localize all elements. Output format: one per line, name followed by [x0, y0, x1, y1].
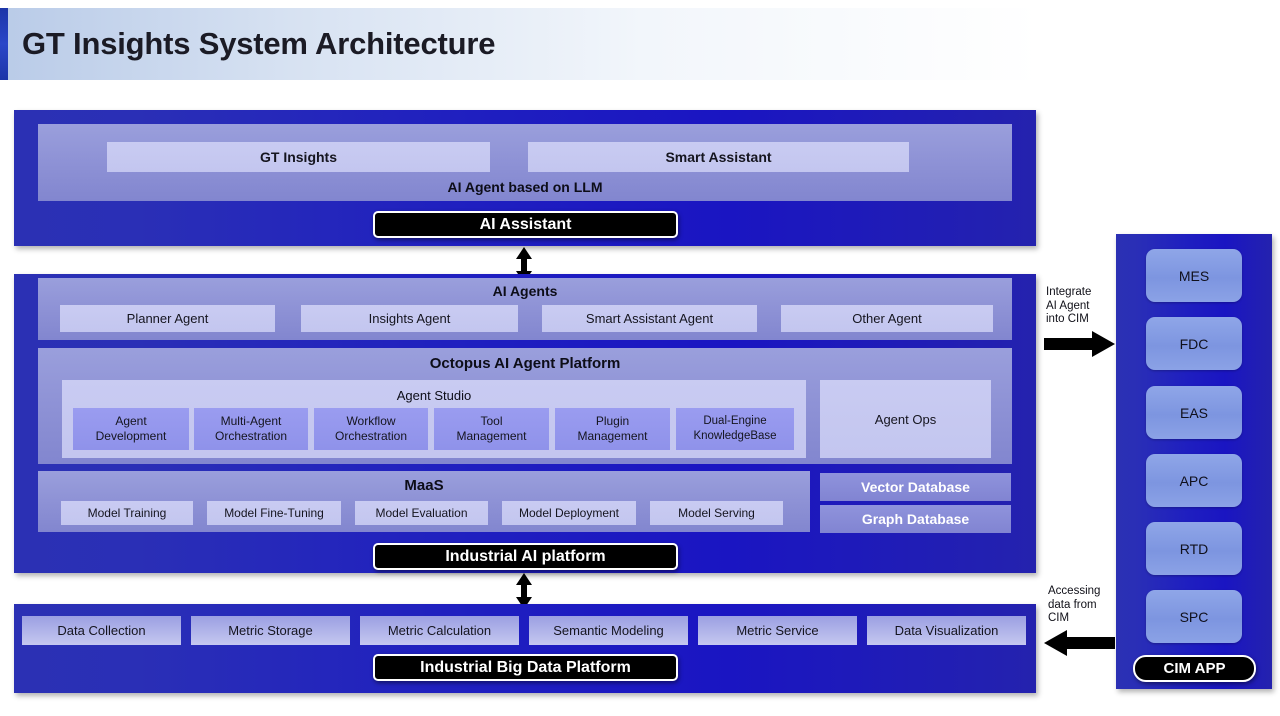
agent-studio-box-line2: Management: [577, 429, 648, 443]
app-box-label: Smart Assistant: [665, 149, 772, 165]
cim-box-fdc[interactable]: FDC: [1146, 317, 1242, 370]
maas-box-model-training[interactable]: Model Training: [61, 501, 193, 525]
maas-box-model-fine-tuning[interactable]: Model Fine-Tuning: [207, 501, 341, 525]
ai-assistant-badge-label: AI Assistant: [479, 215, 572, 233]
app-box-label: GT Insights: [260, 149, 337, 165]
agent-studio-box-line2: Development: [95, 429, 167, 443]
accessing-note-line2: data from: [1048, 598, 1097, 611]
app-box-gt-insights[interactable]: GT Insights: [107, 142, 490, 172]
agent-studio-box-line1: Dual-Engine: [703, 415, 767, 427]
accessing-note: Accessing data from CIM: [1048, 585, 1118, 626]
connector-arrow-bottom: [516, 573, 532, 609]
agent-box-smart-assistant[interactable]: Smart Assistant Agent: [542, 305, 757, 332]
agent-studio-box-multi-agent-orchestration[interactable]: Multi-Agent Orchestration: [194, 408, 308, 450]
maas-box-label: Model Fine-Tuning: [224, 506, 324, 520]
agent-box-planner[interactable]: Planner Agent: [60, 305, 275, 332]
bigdata-box-label: Metric Calculation: [387, 623, 492, 638]
agent-studio-box-line1: Agent: [115, 414, 147, 428]
agent-studio-box-line2: KnowledgeBase: [693, 430, 777, 442]
agent-box-label: Other Agent: [852, 311, 922, 326]
maas-box-model-deployment[interactable]: Model Deployment: [502, 501, 636, 525]
cim-box-eas[interactable]: EAS: [1146, 386, 1242, 439]
maas-box-label: Model Deployment: [518, 506, 620, 520]
bigdata-box-label: Metric Storage: [228, 623, 313, 638]
agent-studio-box-tool-management[interactable]: Tool Management: [434, 408, 549, 450]
maas-box-label: Model Evaluation: [375, 506, 468, 520]
page-title-bar: GT Insights System Architecture: [0, 8, 1040, 80]
cim-box-label: APC: [1179, 472, 1209, 489]
integrate-note-line3: into CIM: [1046, 313, 1089, 325]
agent-box-label: Smart Assistant Agent: [585, 311, 714, 326]
maas-box-model-evaluation[interactable]: Model Evaluation: [355, 501, 488, 525]
cim-app-badge-label: CIM APP: [1163, 660, 1226, 677]
agent-studio-box-plugin-management[interactable]: Plugin Management: [555, 408, 670, 450]
bigdata-box-data-visualization[interactable]: Data Visualization: [867, 616, 1026, 645]
agent-studio-box-line1: Multi-Agent: [220, 414, 282, 428]
agent-box-label: Planner Agent: [126, 311, 209, 326]
agent-studio-box-line1: Workflow: [346, 414, 396, 428]
maas-box-label: Model Serving: [678, 506, 755, 520]
accessing-arrow-left-icon: [1044, 630, 1115, 656]
agent-studio-box-dual-engine-knowledgebase[interactable]: Dual-Engine KnowledgeBase: [676, 408, 794, 450]
cim-box-label: MES: [1178, 267, 1210, 284]
agent-studio-box-workflow-orchestration[interactable]: Workflow Orchestration: [314, 408, 428, 450]
cim-box-label: RTD: [1179, 540, 1209, 557]
cim-box-label: FDC: [1179, 335, 1209, 352]
agent-studio-box-line2: Orchestration: [214, 429, 288, 443]
agent-box-label: Insights Agent: [368, 311, 451, 326]
agent-studio-box-line2: Management: [456, 429, 527, 443]
industrial-big-data-platform-badge-label: Industrial Big Data Platform: [420, 658, 631, 676]
agent-ops-box[interactable]: Agent Ops: [820, 380, 991, 458]
agent-studio-box-line2: Orchestration: [334, 429, 408, 443]
bigdata-box-label: Data Collection: [57, 623, 146, 638]
industrial-ai-platform-badge[interactable]: Industrial AI platform: [373, 543, 678, 570]
agent-ops-label: Agent Ops: [874, 411, 937, 427]
accessing-note-line3: CIM: [1048, 612, 1070, 624]
cim-app-badge[interactable]: CIM APP: [1133, 655, 1256, 682]
industrial-big-data-platform-badge[interactable]: Industrial Big Data Platform: [373, 654, 678, 681]
cim-box-label: EAS: [1179, 404, 1208, 421]
app-box-smart-assistant[interactable]: Smart Assistant: [528, 142, 909, 172]
bigdata-box-data-collection[interactable]: Data Collection: [22, 616, 181, 645]
bigdata-box-semantic-modeling[interactable]: Semantic Modeling: [529, 616, 688, 645]
title-accent-bar: [0, 8, 8, 80]
cim-box-label: SPC: [1179, 608, 1209, 625]
maas-box-model-serving[interactable]: Model Serving: [650, 501, 783, 525]
cim-box-rtd[interactable]: RTD: [1146, 522, 1242, 575]
cim-box-spc[interactable]: SPC: [1146, 590, 1242, 643]
bigdata-box-label: Semantic Modeling: [553, 623, 664, 638]
bigdata-box-label: Data Visualization: [894, 623, 999, 638]
vector-database-label: Vector Database: [861, 479, 970, 495]
integrate-note-line1: Integrate: [1046, 286, 1092, 298]
page-title: GT Insights System Architecture: [22, 26, 496, 61]
bigdata-box-label: Metric Service: [736, 623, 819, 638]
graph-database-label: Graph Database: [861, 511, 970, 527]
ai-assistant-badge[interactable]: AI Assistant: [373, 211, 678, 238]
integrate-note-line2: AI Agent: [1046, 299, 1090, 312]
ai-agents-title: AI Agents: [492, 283, 558, 299]
agent-studio-box-line1: Tool: [480, 414, 503, 428]
agent-box-insights[interactable]: Insights Agent: [301, 305, 518, 332]
agent-box-other[interactable]: Other Agent: [781, 305, 993, 332]
agent-studio-box-line1: Plugin: [595, 414, 630, 428]
octopus-platform-title: Octopus AI Agent Platform: [429, 355, 621, 372]
integrate-arrow-right-icon: [1044, 331, 1115, 357]
vector-database-box[interactable]: Vector Database: [820, 473, 1011, 501]
maas-title: MaaS: [404, 477, 444, 494]
bigdata-box-metric-service[interactable]: Metric Service: [698, 616, 857, 645]
industrial-ai-platform-badge-label: Industrial AI platform: [445, 547, 606, 565]
graph-database-box[interactable]: Graph Database: [820, 505, 1011, 533]
bigdata-box-metric-calculation[interactable]: Metric Calculation: [360, 616, 519, 645]
cim-box-apc[interactable]: APC: [1146, 454, 1242, 507]
llm-layer-title: AI Agent based on LLM: [447, 179, 603, 195]
cim-box-mes[interactable]: MES: [1146, 249, 1242, 302]
agent-studio-title: Agent Studio: [396, 388, 472, 403]
bigdata-box-metric-storage[interactable]: Metric Storage: [191, 616, 350, 645]
integrate-note: Integrate AI Agent into CIM: [1046, 286, 1116, 327]
accessing-note-line1: Accessing: [1048, 585, 1101, 597]
agent-studio-box-agent-development[interactable]: Agent Development: [73, 408, 189, 450]
maas-box-label: Model Training: [87, 506, 167, 520]
